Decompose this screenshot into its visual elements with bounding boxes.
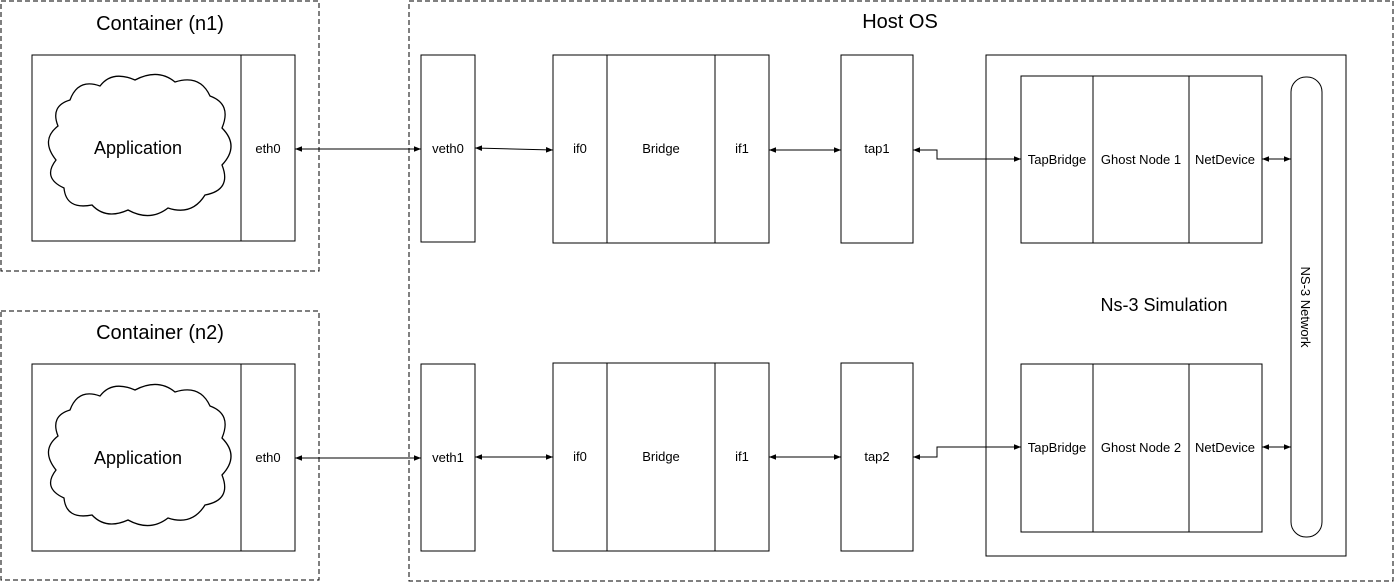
container-n2-eth0-box <box>240 363 296 552</box>
container-n2-boundary <box>0 310 320 581</box>
container-n1: Container (n1) Application eth0 <box>0 0 320 272</box>
ghost-node-1-tapbridge-label: TapBridge <box>1028 152 1087 167</box>
container-n1-title: Container (n1) <box>96 13 224 35</box>
ns3-simulation: Ns-3 Simulation NS-3 Network TapBridge G… <box>985 54 1347 557</box>
ghost-node-2-tapbridge-label: TapBridge <box>1028 440 1087 455</box>
cloud-icon-n2 <box>47 383 232 527</box>
link-tap1-tapbridge1 <box>913 147 1021 162</box>
bridge-1-label: Bridge <box>642 141 680 156</box>
veth1-label: veth1 <box>432 450 464 465</box>
host-os: Host OS veth0 veth1 if0 Bridge if1 if0 B… <box>408 0 1394 582</box>
ghost-node-1-label: Ghost Node 1 <box>1101 152 1181 167</box>
ns3-simulation-title: Ns-3 Simulation <box>1100 295 1227 315</box>
ghost-node-2: TapBridge Ghost Node 2 NetDevice <box>1020 363 1263 533</box>
host-os-title: Host OS <box>862 11 938 33</box>
tap2-label: tap2 <box>864 449 889 464</box>
container-n2-eth0-label: eth0 <box>255 450 280 465</box>
bridge-2: if0 Bridge if1 <box>552 362 770 552</box>
bridge-1-box <box>552 54 770 244</box>
container-n1-boundary <box>0 0 320 272</box>
veth0-label: veth0 <box>432 141 464 156</box>
ns3-network-bus <box>1290 76 1323 538</box>
bridge-1: if0 Bridge if1 <box>552 54 770 244</box>
host-os-boundary <box>408 0 1394 582</box>
ghost-node-2-box <box>1020 363 1263 533</box>
container-n2-app-label: Application <box>94 448 182 468</box>
bridge-2-if1-label: if1 <box>735 449 749 464</box>
tap1-label: tap1 <box>864 141 889 156</box>
bridge-2-label: Bridge <box>642 449 680 464</box>
bridge-1-if1-label: if1 <box>735 141 749 156</box>
link-tap2-tapbridge2 <box>913 444 1021 460</box>
tap1-box <box>840 54 914 244</box>
cloud-icon-n1 <box>47 73 232 217</box>
ghost-node-2-label: Ghost Node 2 <box>1101 440 1181 455</box>
connectors <box>295 145 1291 461</box>
link-veth0-if0 <box>474 145 554 153</box>
bridge-2-box <box>552 362 770 552</box>
container-n1-eth0-label: eth0 <box>255 141 280 156</box>
ns3-network-label: NS-3 Network <box>1298 267 1313 348</box>
container-n1-app-label: Application <box>94 138 182 158</box>
bridge-1-if0-label: if0 <box>573 141 587 156</box>
ghost-node-1-box <box>1020 75 1263 244</box>
container-n2-title: Container (n2) <box>96 322 224 344</box>
ghost-node-1: TapBridge Ghost Node 1 NetDevice <box>1020 75 1263 244</box>
ghost-node-2-netdevice-label: NetDevice <box>1195 440 1255 455</box>
bridge-2-if0-label: if0 <box>573 449 587 464</box>
container-n1-eth0-box <box>240 54 296 242</box>
tap2-box <box>840 362 914 552</box>
ghost-node-1-netdevice-label: NetDevice <box>1195 152 1255 167</box>
container-n2: Container (n2) Application eth0 <box>0 310 320 581</box>
